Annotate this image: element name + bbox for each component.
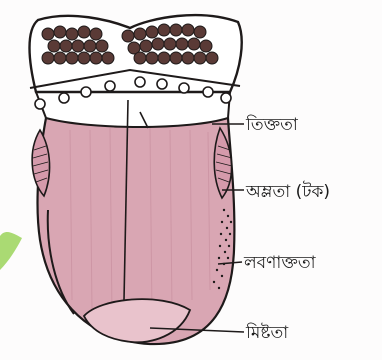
green-leaf-mark <box>0 232 22 270</box>
salty-label: লবণাক্ততা <box>244 255 316 272</box>
sweet-label: মিষ্টতা <box>246 325 288 342</box>
bitter-label: তিক্ততা <box>246 117 298 134</box>
sour-label: অম্লতা (টক) <box>246 184 330 201</box>
papillae-cluster-right <box>122 24 218 64</box>
